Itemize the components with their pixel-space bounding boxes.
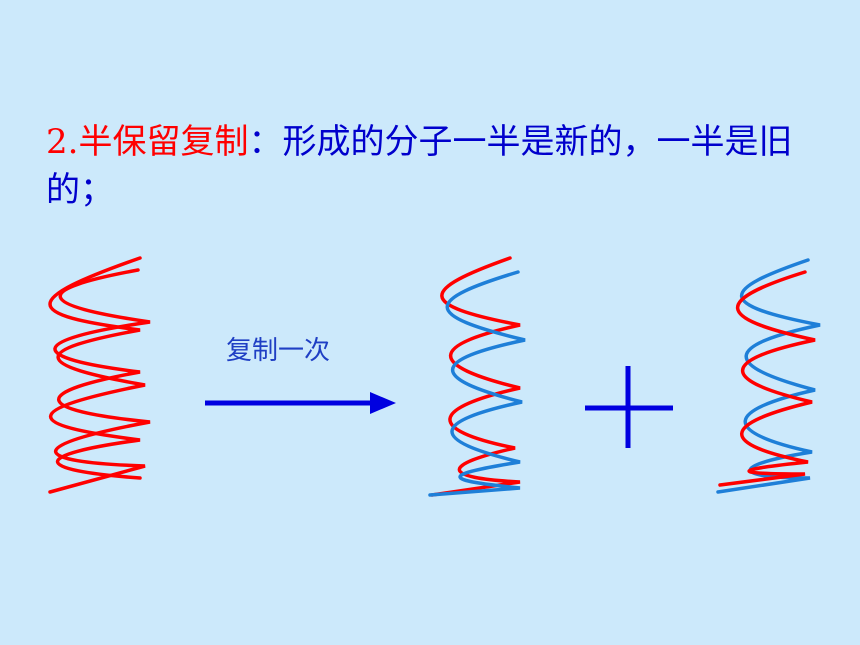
parent-strand-old-2 [48, 268, 151, 494]
daughter2-strand-new [716, 258, 821, 494]
plus-sign [585, 366, 673, 448]
heading: 2.半保留复制：形成的分子一半是新的，一半是旧的； [46, 118, 826, 214]
daughter1-strand-new [428, 270, 526, 497]
daughter1-strand-old [430, 256, 521, 497]
daughter2-strand-old [718, 270, 816, 487]
replication-arrow [205, 392, 396, 414]
daughter-dna-2 [716, 258, 821, 494]
heading-colon: ： [248, 122, 283, 162]
heading-description: 形成的分子一半是新的，一半是旧的； [46, 122, 793, 210]
daughter-dna-1 [428, 256, 526, 497]
parent-dna [48, 256, 151, 494]
heading-number: 2. [46, 122, 79, 162]
parent-strand-old-1 [48, 256, 146, 480]
arrow-head [370, 392, 396, 414]
heading-term: 半保留复制 [78, 122, 249, 162]
arrow-label: 复制一次 [226, 336, 331, 366]
